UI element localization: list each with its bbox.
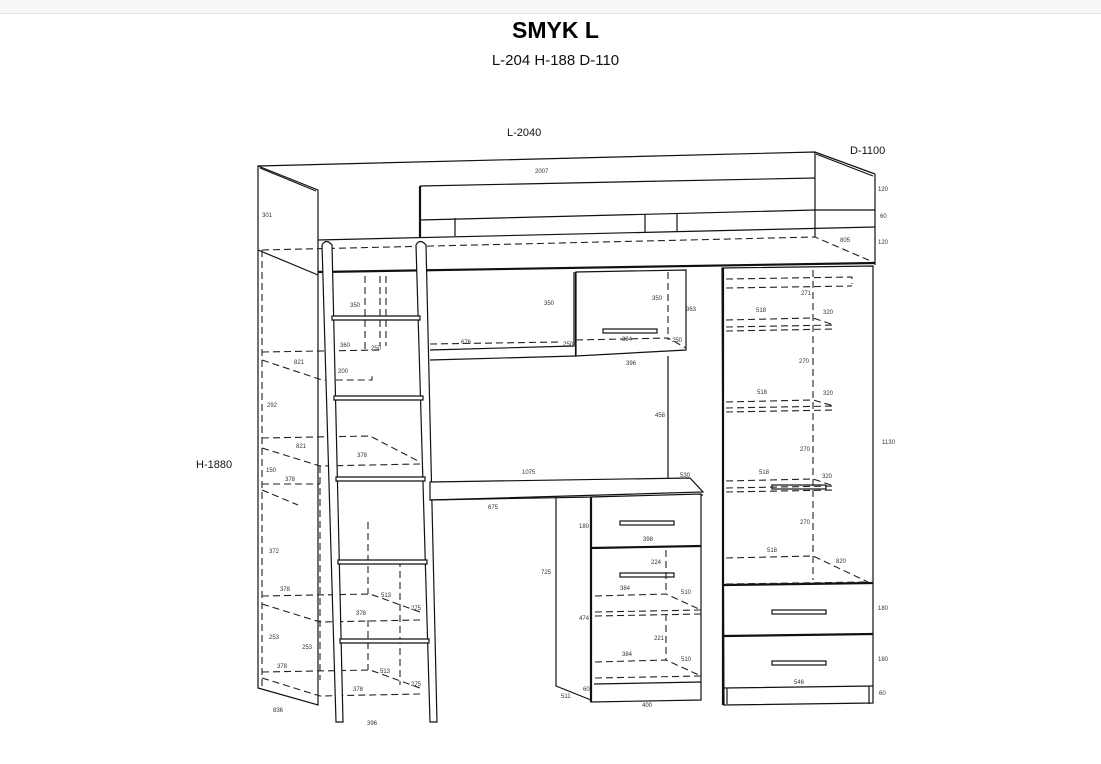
dim-label: 400 [642,703,653,709]
dim-label: 821 [294,360,305,366]
dim-label: 398 [643,537,654,543]
dim-label: 180 [878,657,889,663]
dim-label: 275 [411,682,422,688]
dim-label: 396 [367,721,378,727]
dim-label: 180 [579,524,590,530]
dim-label: 250 [563,342,574,348]
dim-label: 292 [267,403,278,409]
dim-label: 275 [411,606,422,612]
cabinet-handle [602,328,658,334]
dim-label: 120 [878,240,889,246]
dim-label: 250 [672,338,683,344]
dim-label: 360 [340,343,351,349]
dim-label: 150 [266,468,277,474]
dim-label: 836 [273,708,284,714]
top-bar [0,0,1101,14]
ladder[interactable] [321,240,438,723]
dim-label: 200 [338,369,349,375]
wardrobe-drawer-handle-2 [771,660,827,666]
dim-label: 60 [879,691,886,697]
dim-label: 320 [823,391,834,397]
dim-label: 458 [655,413,666,419]
dim-label: 675 [488,505,499,511]
desk-drawer-handle [619,520,675,526]
dim-label: 350 [544,301,555,307]
dim-label: 350 [652,296,663,302]
desk-door-handle [619,572,675,578]
dim-label: 518 [767,548,778,554]
dim-label: 511 [561,694,571,700]
dim-label: 546 [794,680,805,686]
dim-label: 320 [822,474,833,480]
dim-label: 378 [277,664,288,670]
wardrobe-rail [771,484,827,490]
dim-label: 378 [353,687,364,693]
dim-label: 513 [380,669,391,675]
dim-label: 821 [296,444,307,450]
dim-label: 530 [680,473,691,479]
dim-label: 350 [350,303,361,309]
dim-label: 221 [654,636,665,642]
dim-label: 518 [756,308,767,314]
dim-label: 60 [880,214,887,220]
hanging-cabinet [261,269,687,478]
dim-label: 271 [801,291,812,297]
dim-label: 301 [262,213,273,219]
dim-label: 378 [280,587,291,593]
dim-label: 320 [823,310,834,316]
dim-label: 270 [799,359,810,365]
wardrobe-drawer-handle-1 [771,609,827,615]
dim-label: 253 [302,645,313,651]
product-dimensions: L-204 H-188 D-110 [491,52,620,69]
dim-label: 253 [269,635,280,641]
dim-label: 518 [757,390,768,396]
desk [429,477,705,703]
dim-label: 510 [681,657,692,663]
dim-label: 2007 [535,169,549,175]
product-title: SMYK L [512,17,599,43]
dim-label: 820 [836,559,847,565]
length-label: L-2040 [507,127,541,139]
dim-label: 394 [622,337,633,343]
dim-label: 725 [541,570,552,576]
dim-label: 363 [686,307,697,313]
height-label: H-1880 [196,459,232,471]
dim-label: 372 [269,549,280,555]
dim-label: 378 [357,453,368,459]
dim-label: 805 [840,238,851,244]
dim-label: 270 [800,447,811,453]
dim-label: 60 [583,687,590,693]
dim-label: 270 [800,520,811,526]
dim-label: 513 [381,593,392,599]
dim-label: 676 [461,340,472,346]
dim-label: 180 [878,606,889,612]
dim-label: 378 [285,477,296,483]
dim-label: 250 [371,346,382,352]
left-shelves [261,435,421,697]
dim-label: 396 [626,361,637,367]
dim-label: 224 [651,560,662,566]
dimension-labels: 2007 120 60 120 805 301 350 350 350 363 … [262,169,896,727]
dim-label: 384 [620,586,631,592]
depth-label: D-1100 [850,145,885,157]
dim-label: 378 [356,611,367,617]
dim-label: 474 [579,616,590,622]
dim-label: 384 [622,652,633,658]
dim-label: 510 [681,590,692,596]
bed-frame [257,151,876,274]
dim-label: 1130 [882,440,896,446]
dim-label: 518 [759,470,770,476]
dim-label: 1075 [522,470,536,476]
left-side-panel [257,165,319,706]
dim-label: 120 [878,187,889,193]
wardrobe [721,265,874,706]
